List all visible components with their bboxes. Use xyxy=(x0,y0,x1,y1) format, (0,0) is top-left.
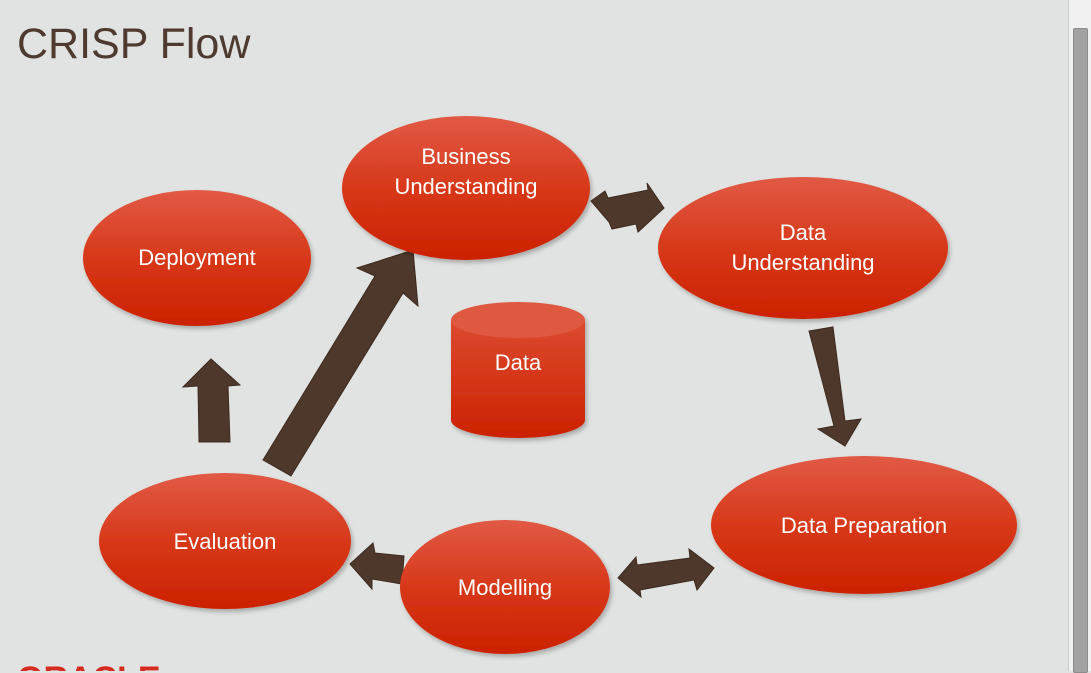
node-label-deployment: Deployment xyxy=(138,245,255,270)
arrow-evaluation-deployment xyxy=(181,358,242,443)
scrollbar-thumb[interactable] xyxy=(1073,28,1088,673)
node-modelling: Modelling xyxy=(400,520,610,654)
node-label-business: Business xyxy=(421,144,510,169)
node-label-modelling: Modelling xyxy=(458,575,552,600)
node-data-understanding: Data Understanding xyxy=(658,177,948,319)
slide-title: CRISP Flow xyxy=(17,20,251,68)
node-label-data: Data xyxy=(780,220,827,245)
arrow-data-understanding-preparation xyxy=(808,326,862,447)
node-business-understanding: Business Understanding xyxy=(342,116,590,260)
oracle-logo: ORACLE xyxy=(17,660,161,671)
node-deployment: Deployment xyxy=(83,190,311,326)
arrow-evaluation-business xyxy=(262,249,419,477)
node-evaluation: Evaluation xyxy=(99,473,351,609)
arrow-modelling-evaluation xyxy=(349,542,405,591)
data-cylinder: Data xyxy=(451,302,585,438)
node-label-understanding: Understanding xyxy=(394,174,537,199)
arrow-business-data-understanding xyxy=(590,182,665,233)
data-cylinder-label: Data xyxy=(495,350,542,375)
node-label-data-understanding: Understanding xyxy=(731,250,874,275)
vertical-scrollbar[interactable] xyxy=(1068,0,1091,673)
node-label-data-preparation: Data Preparation xyxy=(781,513,947,538)
arrow-preparation-modelling xyxy=(617,547,715,599)
node-label-evaluation: Evaluation xyxy=(174,529,277,554)
node-data-preparation: Data Preparation xyxy=(711,456,1017,594)
